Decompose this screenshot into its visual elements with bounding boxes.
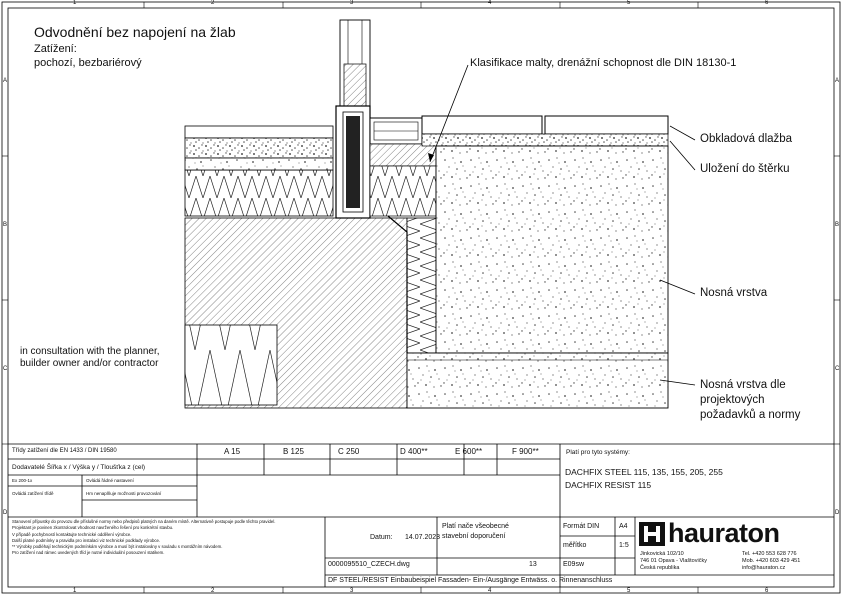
- callout-line: požadavků a normy: [700, 409, 801, 421]
- callout-base-project: Nosná vrstva dle projektových požadavků …: [700, 378, 800, 423]
- fine-print: Stanovení přípustky do provozu dle přísl…: [12, 519, 322, 557]
- mortar-bed: [369, 143, 437, 167]
- dims-label: Dodavatelé Šířka x / Výška y / Tloušťka …: [12, 464, 146, 471]
- company-address: Jinkovická 102/10 746 01 Opava - Vlaštov…: [640, 551, 707, 572]
- hauraton-logo-mark: [639, 522, 665, 546]
- load-class: F 900**: [512, 447, 539, 456]
- planner-note: in consultation with the planner, builde…: [20, 346, 160, 370]
- col-label: 1: [73, 588, 77, 594]
- fine-line: V případě pochybností kontaktujte techni…: [12, 531, 132, 537]
- col-label: 1: [73, 0, 77, 6]
- callout-tiles: Obkladová dlažba: [700, 133, 793, 145]
- col-label: 6: [765, 0, 769, 6]
- callout-mortar: Klasifikace malty, drenážní schopnost dl…: [470, 57, 737, 69]
- validity-line: stavební doporučení: [442, 533, 506, 540]
- fine-line: Další platné podmínky a pravidla pro ins…: [12, 537, 161, 543]
- base-course: [435, 145, 669, 354]
- col-label: 5: [627, 588, 631, 594]
- row-label: D: [835, 510, 840, 516]
- base-project: [406, 352, 669, 409]
- col-label: 3: [350, 0, 354, 6]
- fine-line: ** Výrobky podléhají technickým podmínká…: [12, 544, 223, 550]
- row-label: C: [835, 366, 840, 372]
- load-class: E 600**: [455, 447, 483, 456]
- small-row: Hm nenaplňuje možnosti provozování: [86, 491, 162, 496]
- systems-label: Platí pro tyto systémy:: [566, 449, 630, 456]
- col-label: 2: [211, 588, 215, 594]
- system-item: DACHFIX RESIST 115: [565, 480, 652, 490]
- paving-tile-1: [421, 115, 543, 135]
- floor-finish: [184, 125, 334, 139]
- sill-profile: [346, 116, 360, 208]
- col-label: 6: [765, 588, 769, 594]
- company-contact: Tel. +420 553 628 776 Mob. +420 603 429 …: [742, 551, 800, 572]
- callout-line: Nosná vrstva dle: [700, 379, 786, 391]
- callout-line: projektových: [700, 394, 765, 406]
- system-item: DACHFIX STEEL 115, 135, 155, 205, 255: [565, 467, 723, 477]
- load-class: A 15: [224, 447, 241, 456]
- col-label: 4: [488, 588, 492, 594]
- fine-line: Pro zatížení nad rámec uvedených tříd je…: [12, 550, 165, 556]
- mobile: Mob. +420 603 429 451: [742, 558, 801, 564]
- fine-line: Projektant je povinen zkontrolovat vhodn…: [12, 525, 174, 531]
- sheet-number: 13: [529, 561, 537, 568]
- validity-line: Platí nače všeobecné: [442, 523, 509, 530]
- insulation-channel: [369, 165, 437, 217]
- hauraton-logo-text: hauraton: [668, 518, 780, 548]
- small-row: Ovládá zatížení třídě: [12, 491, 54, 496]
- row-label: D: [3, 510, 8, 516]
- format-label: Formát DIN: [563, 523, 600, 530]
- class-label: Třídy zatížení dle EN 1433 / DIN 19580: [12, 448, 117, 454]
- col-label: 4: [488, 0, 492, 6]
- format-value: A4: [619, 523, 628, 530]
- col-label: 5: [627, 0, 631, 6]
- insulation-lower: [184, 324, 278, 406]
- date-label: Datum:: [370, 534, 393, 541]
- load-value: pochozí, bezbariérový: [34, 57, 142, 69]
- validity-note: Platí nače všeobecné stavební doporučení: [442, 522, 509, 542]
- load-class: C 250: [338, 447, 360, 456]
- callout-gravel: Uložení do štěrku: [700, 163, 790, 175]
- file-name: 0000095510_CZECH.dwg: [328, 561, 410, 568]
- phone: Tel. +420 553 628 776: [742, 551, 797, 557]
- row-label: A: [3, 78, 8, 84]
- row-label: C: [3, 366, 8, 372]
- gravel-bed: [421, 133, 669, 147]
- row-label: B: [3, 222, 8, 228]
- drawing-title: Odvodnění bez napojení na žlab: [34, 24, 236, 40]
- floor-screed: [184, 137, 334, 159]
- fine-line: Stanovení přípustky do provozu dle přísl…: [12, 519, 276, 524]
- address-line: 746 01 Opava - Vlaštovičky: [640, 558, 707, 564]
- load-label: Zatížení:: [34, 43, 77, 55]
- email-link[interactable]: info@hauraton.cz: [742, 565, 786, 571]
- address-line: Jinkovická 102/10: [640, 551, 684, 557]
- insulation-upper: [184, 169, 334, 217]
- load-class: B 125: [283, 447, 304, 456]
- drawing-caption: DF STEEL/RESIST Einbaubeispiel Fassaden-…: [328, 577, 613, 584]
- col-label: 3: [350, 588, 354, 594]
- row-label: B: [835, 222, 840, 228]
- small-row: Ovládá řádné nastavení: [86, 478, 134, 483]
- small-row: Ex 200-1x: [12, 478, 33, 483]
- paving-tile-2: [544, 115, 669, 135]
- date-value: 14.07.2023: [405, 534, 441, 541]
- address-line: Česká republika: [640, 565, 680, 571]
- callout-base: Nosná vrstva: [700, 287, 768, 299]
- col-label: 2: [211, 0, 215, 6]
- load-class: D 400**: [400, 447, 428, 456]
- floor-bed: [184, 157, 334, 171]
- insulation-vertical: [406, 217, 437, 354]
- scale-label: měřítko: [563, 542, 587, 549]
- title-block-grid: [8, 443, 834, 587]
- row-label: A: [835, 78, 840, 84]
- drawing-code: E09sw: [563, 561, 585, 568]
- note-line: builder owner and/or contractor: [20, 358, 159, 369]
- scale-value: 1:5: [619, 542, 629, 549]
- leader-lines: [429, 64, 696, 386]
- note-line: in consultation with the planner,: [20, 346, 160, 357]
